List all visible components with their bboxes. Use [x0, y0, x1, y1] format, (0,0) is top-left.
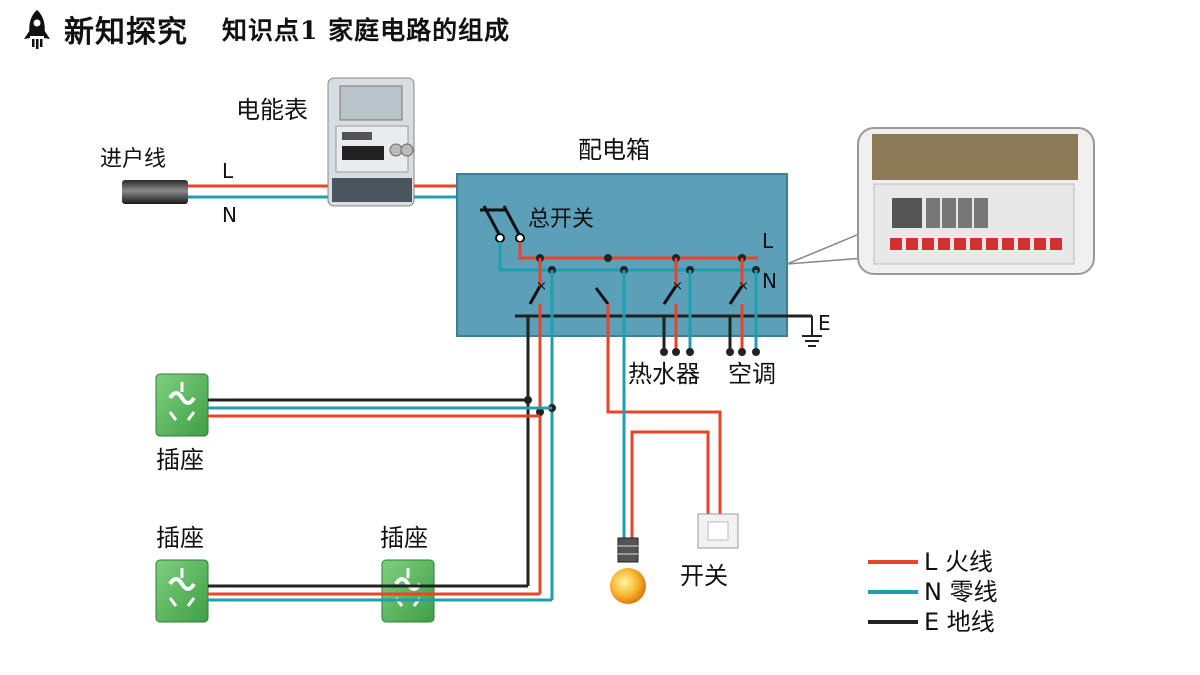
neutral-bus [498, 242, 758, 272]
meter-label: 电能表 [236, 96, 308, 124]
svg-text:×: × [738, 279, 749, 294]
heater-label: 热水器 [628, 360, 700, 388]
light-live-wire [606, 304, 722, 516]
socket-2-label: 插座 [156, 524, 204, 552]
legend: L 火线 N 零线 E 地线 [868, 548, 998, 636]
legend-label-earth: E 地线 [924, 608, 995, 636]
energy-meter [327, 77, 415, 207]
earth-symbol [802, 316, 822, 347]
legend-label-neutral: N 零线 [924, 578, 998, 606]
legend-label-live: L 火线 [924, 548, 993, 576]
light-bulb-icon [610, 537, 646, 604]
socket-1 [155, 373, 209, 437]
box-L-label: L [762, 229, 774, 253]
svg-text:×: × [536, 279, 547, 294]
ac-label: 空调 [728, 360, 776, 388]
topic-title: 知识点1 家庭电路的组成 [222, 16, 511, 45]
main-switch-label: 总开关 [528, 207, 594, 232]
section-title: 新知探究 [64, 15, 188, 50]
distribution-box [456, 173, 788, 337]
rocket-icon [24, 10, 50, 49]
socket-1-label: 插座 [156, 446, 204, 474]
svg-text:×: × [672, 279, 683, 294]
lamp-switch-label: 开关 [680, 562, 728, 590]
box-label: 配电箱 [578, 136, 650, 164]
box-E-label: E [818, 311, 831, 335]
socket-2 [155, 559, 209, 623]
line-L-label: L [222, 159, 234, 183]
branch-breaker-ac: × [728, 254, 760, 305]
inset-pointer [786, 230, 865, 265]
header: 新知探究 知识点1 家庭电路的组成 [20, 8, 510, 50]
service-cable [122, 180, 188, 204]
switch-to-lamp-wire [630, 430, 710, 540]
socket-3-label: 插座 [380, 524, 428, 552]
wall-switch [697, 513, 739, 549]
service-line-label: 进户线 [100, 147, 166, 172]
line-N-label: N [222, 203, 237, 227]
socket-3 [381, 559, 435, 623]
distribution-box-photo [857, 127, 1095, 275]
box-N-label: N [762, 269, 777, 293]
